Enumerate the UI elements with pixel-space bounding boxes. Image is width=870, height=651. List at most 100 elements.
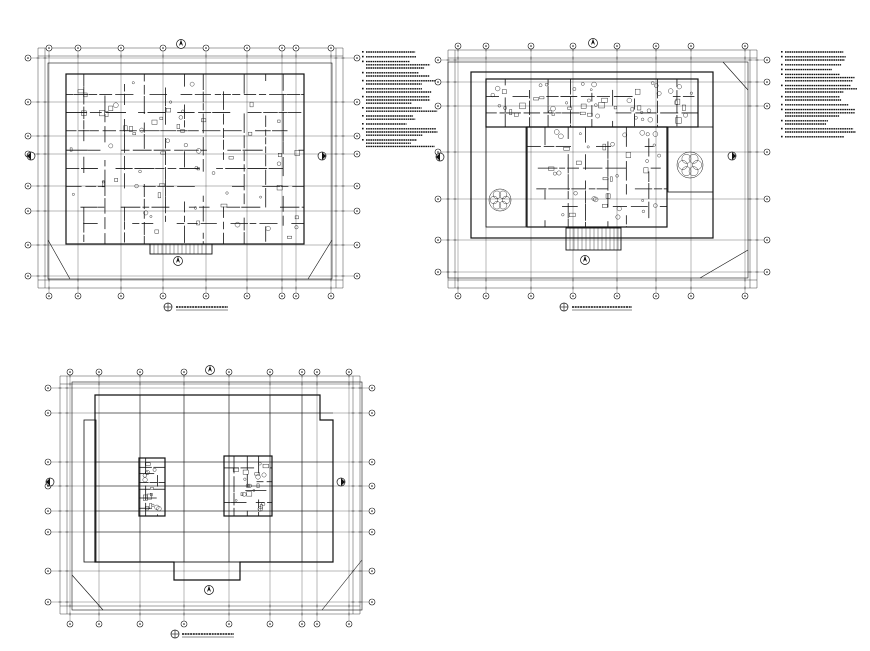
site-boundary	[71, 574, 104, 611]
fixture-symbol	[145, 462, 151, 466]
fixture-symbol	[139, 127, 145, 133]
grid-bubble-dot	[766, 198, 768, 200]
grid-bubble-dot	[371, 531, 373, 533]
fixture-symbol	[243, 477, 247, 481]
grid-bubble-dot	[281, 295, 283, 297]
fixture-symbol	[259, 195, 262, 199]
section-marker-icon	[26, 151, 36, 161]
grid-bubble-dot	[269, 371, 271, 373]
fixture-symbol	[622, 132, 627, 138]
fixture-symbol	[220, 203, 228, 208]
site-boundary	[307, 239, 333, 280]
fixture-symbol	[563, 147, 570, 151]
fixture-symbol	[246, 491, 253, 497]
fixture-symbol	[123, 125, 128, 131]
north-arrow-icon	[580, 255, 590, 265]
fixture-symbol	[169, 100, 173, 104]
fixture-symbol	[194, 166, 199, 170]
fixture-symbol	[550, 106, 556, 112]
grid-bubble-dot	[48, 47, 50, 49]
fixture-symbol	[196, 220, 200, 226]
grid-bubble-dot	[437, 81, 439, 83]
fixture-symbol	[591, 196, 597, 202]
entrance-canopy	[149, 243, 213, 255]
fixture-symbol	[503, 106, 507, 110]
fixture-symbol	[152, 467, 157, 472]
plant-leaf	[492, 201, 502, 210]
fixture-symbol	[576, 160, 582, 165]
fixture-symbol	[242, 492, 247, 497]
fixture-symbol	[544, 82, 549, 87]
fixture-symbol	[640, 111, 644, 114]
notes-block-plan-2	[781, 46, 785, 61]
grid-bubble-dot	[356, 101, 358, 103]
fixture-symbol	[102, 180, 105, 188]
notes-bullet	[781, 63, 783, 66]
fixture-symbol	[509, 109, 513, 115]
fixture-symbol	[657, 153, 661, 158]
grid-bubble-dot	[281, 47, 283, 49]
fixture-symbol	[625, 152, 631, 158]
north-arrow-head	[208, 365, 212, 372]
fixture-symbol	[645, 132, 650, 137]
grid-bubble-dot	[356, 135, 358, 137]
north-arrow-head	[583, 255, 587, 262]
grid-bubble-dot	[301, 371, 303, 373]
fixture-symbol	[656, 91, 662, 96]
plant-outline	[488, 188, 512, 212]
roof-plan	[44, 365, 376, 639]
fixture-symbol	[616, 206, 622, 212]
fixture-symbol	[514, 112, 519, 117]
plant-symbol-icon	[676, 151, 704, 179]
site-boundary	[447, 61, 749, 279]
fixture-symbol	[641, 209, 645, 213]
fixture-symbol	[565, 101, 568, 105]
fixture-symbol	[675, 98, 681, 105]
fixture-symbol	[594, 103, 598, 107]
notes-bullet	[362, 107, 364, 109]
fixture-symbol	[277, 119, 281, 123]
fixture-symbol	[580, 103, 587, 109]
grid-bubble-dot	[47, 461, 49, 463]
building-outline	[526, 126, 668, 228]
section-marker-pointer	[27, 152, 31, 160]
fixture-symbol	[548, 166, 555, 171]
section-marker-icon	[435, 152, 445, 162]
plant-leaf	[678, 160, 688, 170]
fixture-symbol	[519, 102, 526, 110]
plant-leaf	[688, 154, 699, 164]
notes-bullet	[781, 127, 783, 130]
fixture-symbol	[154, 504, 160, 510]
fixture-symbol	[572, 87, 577, 91]
grid-bubble-dot	[356, 275, 358, 277]
site-boundary	[699, 249, 749, 279]
grid-bubble-dot	[69, 623, 71, 625]
open-void	[485, 126, 527, 228]
notes-bullet	[362, 51, 364, 53]
building-outline	[65, 73, 305, 245]
fixture-symbol	[261, 502, 266, 507]
site-boundary	[47, 62, 333, 280]
fixture-symbol	[142, 473, 147, 478]
fixture-symbol	[159, 183, 165, 187]
grid-bubble-dot	[27, 135, 29, 137]
fixture-symbol	[645, 159, 649, 163]
grid-bubble-dot	[371, 461, 373, 463]
grid-bubble-dot	[162, 295, 164, 297]
grid-bubble-dot	[246, 47, 248, 49]
fixture-symbol	[579, 132, 582, 135]
fixture-symbol	[646, 108, 652, 113]
north-arrow-icon	[176, 39, 186, 49]
fixture-symbol	[595, 113, 600, 119]
plant-symbol-icon	[488, 188, 512, 212]
fixture-symbol	[132, 132, 136, 136]
fixture-symbol	[567, 106, 573, 110]
notes-bullet	[781, 68, 783, 71]
north-arrow-icon	[205, 365, 215, 375]
fixture-symbol	[108, 105, 114, 111]
notes-bullet	[781, 103, 783, 106]
fixture-symbol	[260, 504, 263, 509]
fixture-symbol	[81, 110, 87, 116]
grid-bubble-dot	[47, 570, 49, 572]
grid-bubble-dot	[530, 45, 532, 47]
